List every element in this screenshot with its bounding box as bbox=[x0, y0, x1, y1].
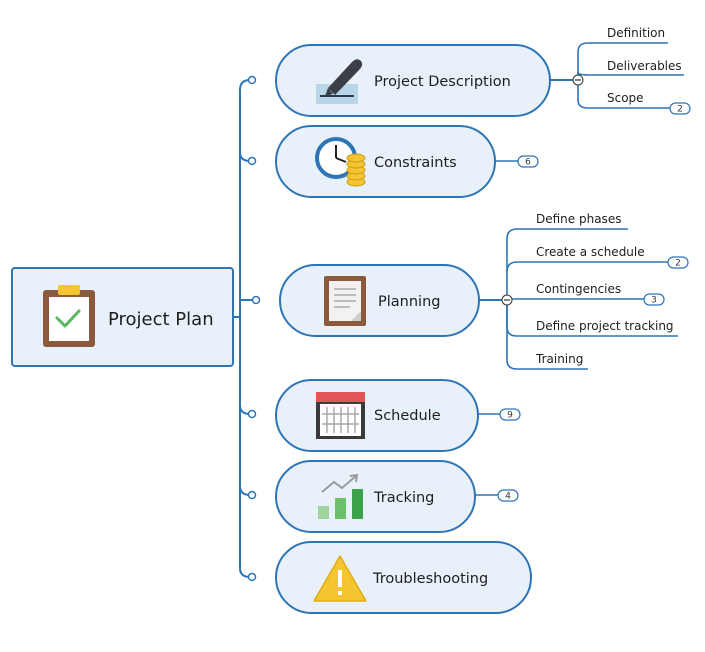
clipboard-check-icon bbox=[43, 285, 95, 347]
pd-branch-deliverables bbox=[577, 71, 684, 76]
pd-branch-scope bbox=[577, 80, 670, 109]
calendar-icon bbox=[316, 392, 365, 439]
svg-text:4: 4 bbox=[505, 492, 511, 502]
subtopic-create-schedule[interactable]: Create a schedule bbox=[536, 245, 645, 259]
root-label: Project Plan bbox=[108, 309, 214, 330]
document-icon bbox=[324, 276, 366, 326]
topic-planning[interactable]: Planning bbox=[279, 264, 480, 337]
topic-label: Troubleshooting bbox=[372, 571, 488, 587]
topic-project-description[interactable]: Project Description bbox=[275, 44, 551, 117]
count-badge-create-schedule[interactable]: 2 bbox=[667, 256, 689, 269]
topic-tracking[interactable]: Tracking bbox=[275, 460, 476, 533]
collapse-toggle-planning[interactable] bbox=[501, 294, 513, 306]
subtopic-training[interactable]: Training bbox=[535, 352, 583, 366]
topic-label: Planning bbox=[378, 294, 440, 310]
svg-text:6: 6 bbox=[525, 158, 531, 168]
subtopic-define-phases[interactable]: Define phases bbox=[536, 212, 621, 226]
subtopic-contingencies[interactable]: Contingencies bbox=[536, 282, 621, 296]
pl-branch-create-schedule bbox=[506, 261, 668, 273]
clock-coins-icon bbox=[315, 137, 366, 187]
subtopic-deliverables[interactable]: Deliverables bbox=[607, 59, 682, 73]
topic-label: Tracking bbox=[373, 490, 434, 506]
connectors bbox=[233, 42, 684, 578]
topic-label: Constraints bbox=[374, 155, 457, 171]
spine-dots bbox=[247, 75, 261, 582]
topic-schedule[interactable]: Schedule bbox=[275, 379, 479, 452]
subtopic-scope[interactable]: Scope bbox=[607, 91, 644, 105]
bar-chart-trend-icon bbox=[318, 473, 363, 519]
topic-constraints[interactable]: Constraints bbox=[275, 125, 496, 198]
svg-text:2: 2 bbox=[675, 259, 681, 269]
topic-label: Project Description bbox=[374, 74, 511, 90]
pd-branch-definition bbox=[577, 42, 668, 80]
subtopics-planning: Define phases Create a schedule Continge… bbox=[535, 212, 674, 366]
subtopic-define-project-tracking[interactable]: Define project tracking bbox=[536, 319, 674, 333]
subtopics-project-description: Definition Deliverables Scope bbox=[607, 26, 682, 105]
svg-text:9: 9 bbox=[507, 411, 513, 421]
count-badge-scope[interactable]: 2 bbox=[669, 102, 691, 115]
warning-triangle-icon bbox=[313, 555, 367, 602]
topic-spine bbox=[239, 79, 252, 578]
root-node[interactable]: Project Plan bbox=[11, 267, 234, 367]
pl-branch-define-phases bbox=[506, 228, 628, 300]
pl-branch-training bbox=[506, 300, 588, 370]
count-badge-schedule[interactable]: 9 bbox=[499, 408, 521, 421]
collapse-toggle-project-description[interactable] bbox=[572, 74, 584, 86]
count-badge-contingencies[interactable]: 3 bbox=[643, 293, 665, 306]
svg-text:2: 2 bbox=[677, 105, 683, 115]
count-badge-constraints[interactable]: 6 bbox=[517, 155, 539, 168]
topic-troubleshooting[interactable]: Troubleshooting bbox=[275, 541, 532, 614]
count-badge-tracking[interactable]: 4 bbox=[497, 489, 519, 502]
topic-label: Schedule bbox=[374, 408, 441, 424]
subtopic-definition[interactable]: Definition bbox=[607, 26, 665, 40]
svg-text:3: 3 bbox=[651, 296, 657, 306]
pen-signing-icon bbox=[316, 59, 363, 104]
